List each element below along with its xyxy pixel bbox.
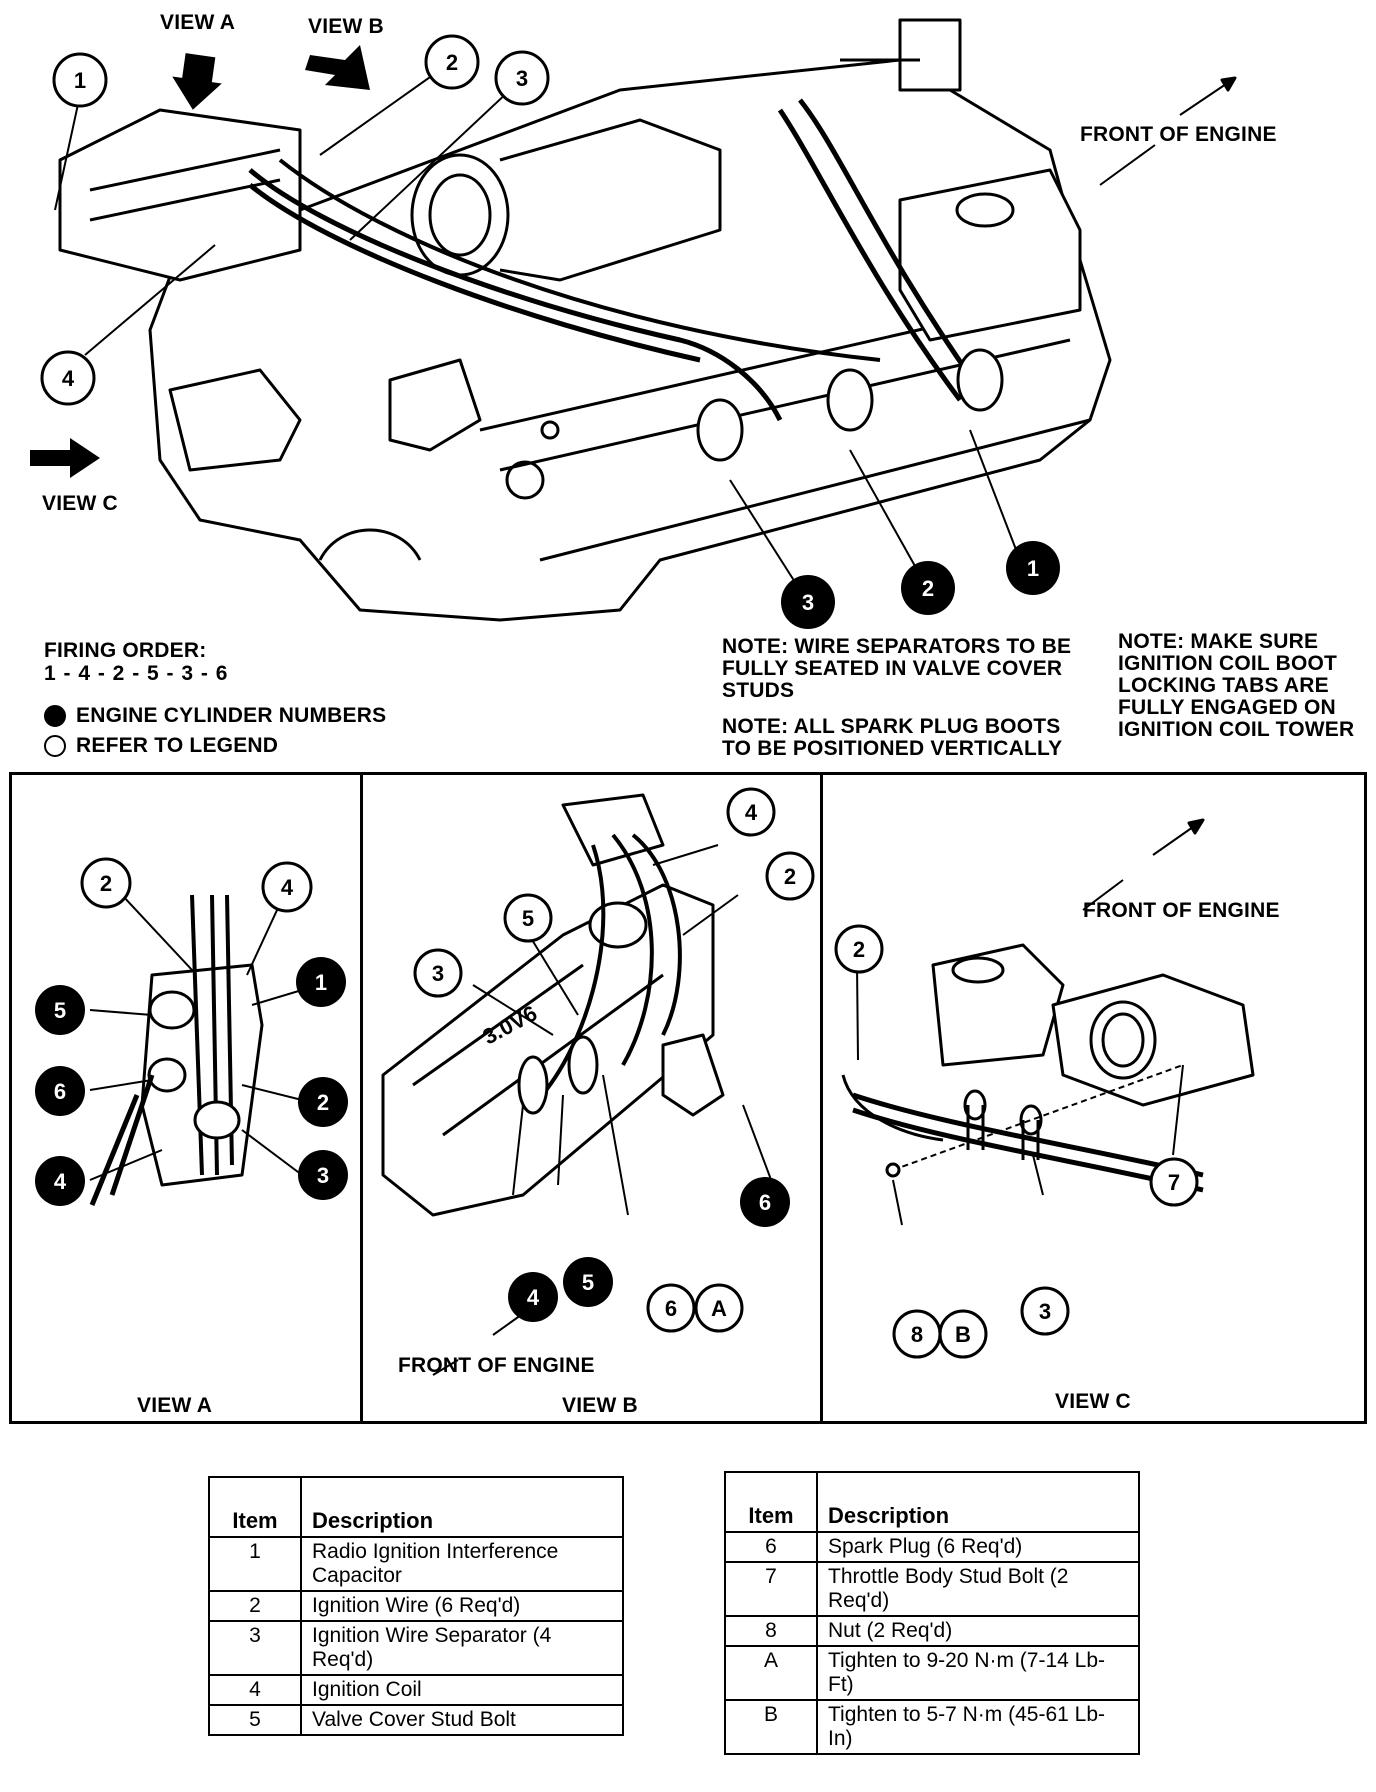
open-circle-icon	[44, 735, 66, 757]
firing-order-label: FIRING ORDER:	[44, 639, 207, 662]
svg-text:1: 1	[1027, 556, 1039, 581]
view-b-caption: VIEW B	[562, 1394, 638, 1417]
svg-text:6: 6	[759, 1190, 771, 1215]
table-header-description: Description	[816, 1471, 1140, 1533]
note-ignition-coil: NOTE: MAKE SURE IGNITION COIL BOOT LOCKI…	[1118, 630, 1355, 741]
view-c-caption: VIEW C	[1055, 1390, 1131, 1413]
view-c-label: VIEW C	[42, 492, 118, 515]
legend-open: REFER TO LEGEND	[44, 735, 278, 757]
callout-open-1: 1	[52, 52, 108, 108]
svg-text:5: 5	[522, 906, 534, 931]
svg-text:5: 5	[582, 1270, 594, 1295]
table-header-item: Item	[724, 1471, 818, 1533]
view-b-label: VIEW B	[308, 15, 384, 38]
view-b-front-label: FRONT OF ENGINE	[398, 1354, 595, 1377]
cylinder-callout-2: 2	[901, 561, 955, 615]
legend-filled-text: ENGINE CYLINDER NUMBERS	[76, 704, 387, 727]
note-spark-plug-boots: NOTE: ALL SPARK PLUG BOOTS TO BE POSITIO…	[722, 715, 1063, 760]
svg-text:5: 5	[54, 998, 66, 1023]
view-c-detail: 2 7 3 8 B	[834, 818, 1255, 1359]
detail-views-frame: 2 4 1 5 6 2 4 3 VIEW A	[9, 772, 1367, 1424]
legend-filled: ENGINE CYLINDER NUMBERS	[44, 705, 386, 727]
table-header-description: Description	[300, 1476, 624, 1538]
view-a-caption: VIEW A	[137, 1394, 213, 1417]
svg-text:7: 7	[1168, 1170, 1180, 1195]
front-of-engine-label: FRONT OF ENGINE	[1080, 123, 1277, 146]
svg-text:4: 4	[54, 1169, 67, 1194]
svg-text:8: 8	[911, 1322, 923, 1347]
view-c-arrow-icon	[30, 438, 100, 478]
svg-text:2: 2	[784, 864, 796, 889]
filled-circle-icon	[44, 705, 66, 727]
svg-text:6: 6	[54, 1079, 66, 1104]
svg-text:3: 3	[1039, 1299, 1051, 1324]
svg-text:2: 2	[922, 576, 934, 601]
engine-illustration: 1 2 3 4 1 2 3	[30, 18, 1237, 629]
view-a-detail: 2 4 1 5 6 2 4 3	[35, 857, 348, 1206]
callout-open-2: 2	[424, 34, 480, 90]
svg-text:4: 4	[745, 800, 758, 825]
svg-text:4: 4	[281, 875, 294, 900]
cylinder-callout-3: 3	[781, 575, 835, 629]
svg-text:B: B	[955, 1322, 971, 1347]
cylinder-callout-1: 1	[1006, 541, 1060, 595]
view-a-arrow-icon	[172, 53, 222, 110]
view-a-label: VIEW A	[160, 11, 236, 34]
svg-text:1: 1	[74, 68, 86, 93]
table-header-item: Item	[208, 1476, 302, 1538]
svg-text:2: 2	[317, 1090, 329, 1115]
panel-divider	[820, 775, 823, 1421]
legend-open-text: REFER TO LEGEND	[76, 734, 279, 757]
panel-divider	[360, 775, 363, 1421]
callout-open-3: 3	[494, 50, 550, 106]
svg-text:4: 4	[62, 366, 75, 391]
svg-text:3: 3	[432, 961, 444, 986]
svg-text:2: 2	[446, 50, 458, 75]
callout-open-4: 4	[40, 350, 96, 406]
svg-text:A: A	[711, 1296, 727, 1321]
view-b-arrow-icon	[305, 45, 370, 90]
firing-order-value: 1 - 4 - 2 - 5 - 3 - 6	[44, 662, 229, 685]
svg-text:1: 1	[315, 970, 327, 995]
svg-text:3: 3	[317, 1163, 329, 1188]
view-c-front-label: FRONT OF ENGINE	[1083, 899, 1280, 922]
note-wire-separators: NOTE: WIRE SEPARATORS TO BE FULLY SEATED…	[722, 635, 1072, 702]
view-b-detail: 4 2 5 3 6 4 5 6 A 3.0V6	[381, 787, 815, 1376]
svg-text:3: 3	[802, 590, 814, 615]
svg-text:6: 6	[665, 1296, 677, 1321]
svg-text:2: 2	[853, 937, 865, 962]
svg-text:4: 4	[527, 1285, 540, 1310]
svg-text:3: 3	[516, 66, 528, 91]
svg-text:2: 2	[100, 871, 112, 896]
